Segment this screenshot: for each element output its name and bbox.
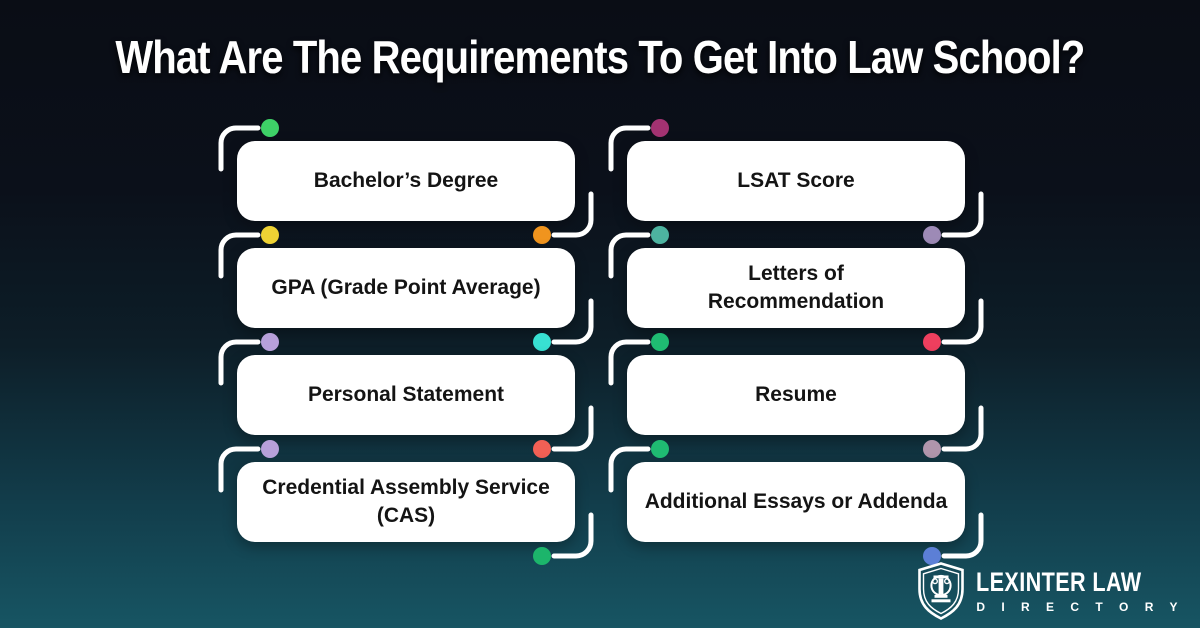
requirement-card-letters-of-recommendation: Letters of Recommendation	[608, 226, 984, 351]
requirement-card-cas: Credential Assembly Service (CAS)	[218, 440, 594, 565]
corner-bracket-bottom-right-icon	[533, 405, 594, 458]
corner-bracket-top-left-icon	[608, 119, 669, 172]
accent-dot	[261, 119, 279, 137]
corner-bracket-bottom-right-icon	[923, 512, 984, 565]
requirement-label: LSAT Score	[737, 169, 855, 193]
corner-bracket-bottom-right-icon	[533, 298, 594, 351]
accent-dot	[651, 119, 669, 137]
requirement-card-additional-essays: Additional Essays or Addenda	[608, 440, 984, 565]
accent-dot	[923, 333, 941, 351]
brand-logo: LEXINTER LAW D I R E C T O R Y	[915, 562, 1184, 620]
requirement-label: Letters of Recommendation	[707, 262, 885, 313]
accent-dot	[923, 226, 941, 244]
accent-dot	[533, 333, 551, 351]
corner-bracket-bottom-right-icon	[533, 191, 594, 244]
requirement-label: Additional Essays or Addenda	[644, 490, 948, 514]
corner-bracket-top-left-icon	[218, 333, 279, 386]
corner-bracket-top-left-icon	[218, 440, 279, 493]
accent-dot	[533, 547, 551, 565]
accent-dot	[261, 333, 279, 351]
page-title: What Are The Requirements To Get Into La…	[115, 31, 1085, 83]
requirement-card-lsat-score: LSAT Score	[608, 119, 984, 244]
requirement-label: Credential Assembly Service (CAS)	[262, 476, 550, 527]
requirement-card-personal-statement: Personal Statement	[218, 333, 594, 458]
requirement-label: Bachelor’s Degree	[313, 169, 499, 193]
corner-bracket-top-left-icon	[218, 226, 279, 279]
corner-bracket-top-left-icon	[608, 226, 669, 279]
corner-bracket-bottom-right-icon	[533, 512, 594, 565]
corner-bracket-top-left-icon	[608, 333, 669, 386]
requirement-label: Resume	[755, 383, 837, 407]
accent-dot	[651, 333, 669, 351]
accent-dot	[261, 226, 279, 244]
corner-bracket-top-left-icon	[218, 119, 279, 172]
requirement-card-gpa: GPA (Grade Point Average)	[218, 226, 594, 351]
corner-bracket-bottom-right-icon	[923, 191, 984, 244]
requirement-card-resume: Resume	[608, 333, 984, 458]
brand-tagline: D I R E C T O R Y	[976, 599, 1184, 614]
accent-dot	[651, 226, 669, 244]
corner-bracket-top-left-icon	[608, 440, 669, 493]
corner-bracket-bottom-right-icon	[923, 405, 984, 458]
requirement-label: Personal Statement	[307, 383, 505, 407]
accent-dot	[261, 440, 279, 458]
law-pillar-shield-icon	[918, 562, 965, 620]
accent-dot	[533, 440, 551, 458]
accent-dot	[923, 440, 941, 458]
accent-dot	[533, 226, 551, 244]
requirement-card-bachelors-degree: Bachelor’s Degree	[218, 119, 594, 244]
accent-dot	[651, 440, 669, 458]
accent-dot	[923, 547, 941, 565]
corner-bracket-bottom-right-icon	[923, 298, 984, 351]
brand-name: LEXINTER LAW	[976, 566, 1142, 597]
requirement-label: GPA (Grade Point Average)	[271, 276, 541, 300]
